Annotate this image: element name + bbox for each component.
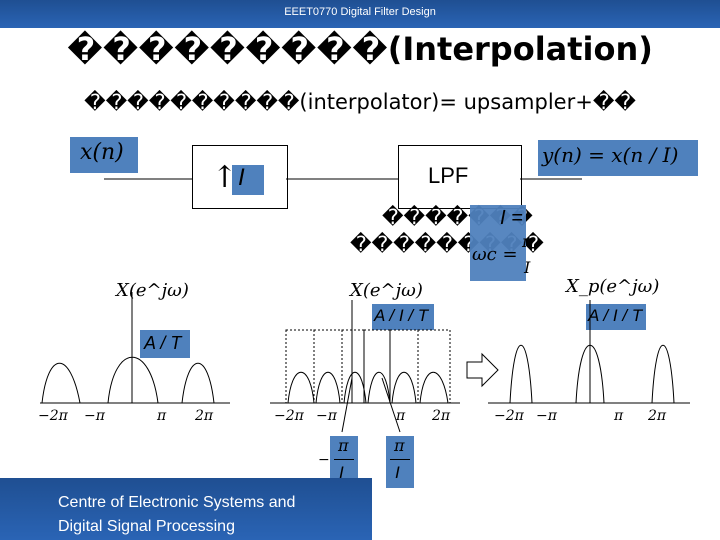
middle-tick-3: π (396, 408, 406, 424)
footer-text: Centre of Electronic Systems and Digital… (58, 491, 295, 539)
middle-tick-1: −2π (274, 408, 304, 424)
transition-arrow (466, 352, 499, 388)
header-bar (0, 0, 720, 28)
bottom-fraction-1-bar (334, 459, 354, 460)
middle-lobe-2 (315, 371, 341, 404)
amp-right: A / I / T (588, 306, 643, 325)
bottom-fraction-2-den: I (395, 463, 400, 482)
input-label: x(n) (80, 140, 124, 165)
right-tick-3: π (614, 408, 624, 424)
pointer-line-2 (381, 377, 401, 433)
left-lobe-1 (41, 362, 81, 404)
slide-subtitle: ����������(interpolator)= upsampler+�� (84, 90, 636, 114)
input-label-box (70, 137, 138, 173)
filter-cutoff-pi: π (522, 232, 533, 251)
upsampler-factor: I (238, 164, 245, 191)
middle-lobe-1 (287, 372, 315, 404)
middle-period-box-3 (341, 329, 365, 404)
header-title: EEET0770 Digital Filter Design (284, 6, 436, 18)
amp-left-box (140, 330, 190, 358)
middle-tick-4: 2π (432, 408, 451, 424)
middle-period-box-2 (313, 329, 343, 404)
middle-lobe-6 (419, 372, 449, 404)
middle-period-box-6 (417, 329, 451, 404)
upsampler-factor-box (232, 165, 264, 195)
middle-lobe-3 (343, 371, 367, 404)
middle-period-box-1 (285, 329, 315, 404)
right-lobe-1 (509, 345, 533, 404)
amp-right-box (586, 304, 646, 330)
left-lobe-3 (181, 362, 215, 404)
left-tick-2: −π (84, 408, 105, 424)
filter-gain: I = (500, 207, 523, 229)
right-lobe-3 (651, 345, 675, 404)
bottom-fraction-2-num: π (394, 436, 405, 455)
amp-middle-box (372, 304, 434, 330)
filter-cutoff-I: I (524, 258, 531, 277)
footer-bar (0, 478, 372, 540)
output-label-box (538, 140, 698, 176)
left-spectrum-title: X(e^jω) (116, 280, 189, 301)
right-spectrum-title: X_p(e^jω) (566, 276, 660, 297)
left-tick-4: 2π (195, 408, 214, 424)
left-tick-1: −2π (38, 408, 68, 424)
amp-left: A / T (144, 333, 182, 353)
filter-params-box (470, 205, 526, 281)
middle-period-box-5 (389, 329, 419, 404)
footer-line-1: Centre of Electronic Systems and (58, 494, 296, 511)
bottom-fraction-box-2 (386, 436, 414, 488)
lpf-label: LPF (428, 163, 469, 188)
right-lobe-2 (575, 344, 605, 404)
middle-lobe-4 (367, 371, 391, 404)
middle-tick-2: −π (316, 408, 337, 424)
bottom-fraction-2-bar (390, 459, 410, 460)
left-tick-3: π (157, 408, 167, 424)
right-tick-4: 2π (648, 408, 667, 424)
middle-lobe-5 (391, 371, 417, 404)
bottom-fraction-1-num: π (338, 436, 349, 455)
amp-middle: A / I / T (374, 306, 429, 325)
pointer-line-1 (341, 377, 353, 433)
output-label: y(n) = x(n / I) (542, 143, 679, 167)
right-tick-1: −2π (494, 408, 524, 424)
bottom-fraction-1-den: I (339, 463, 344, 482)
middle-spectrum-title: X(e^jω) (350, 280, 423, 301)
footer-line-2: Digital Signal Processing (58, 518, 235, 535)
bottom-fraction-prefix: − (318, 452, 330, 468)
slide-title: ���������(Interpolation) (67, 30, 653, 68)
filter-cutoff-omega: ωc = (472, 244, 518, 265)
lpf-block (398, 145, 522, 209)
right-tick-2: −π (536, 408, 557, 424)
middle-period-box-4 (363, 329, 391, 404)
left-lobe-2 (107, 357, 159, 404)
